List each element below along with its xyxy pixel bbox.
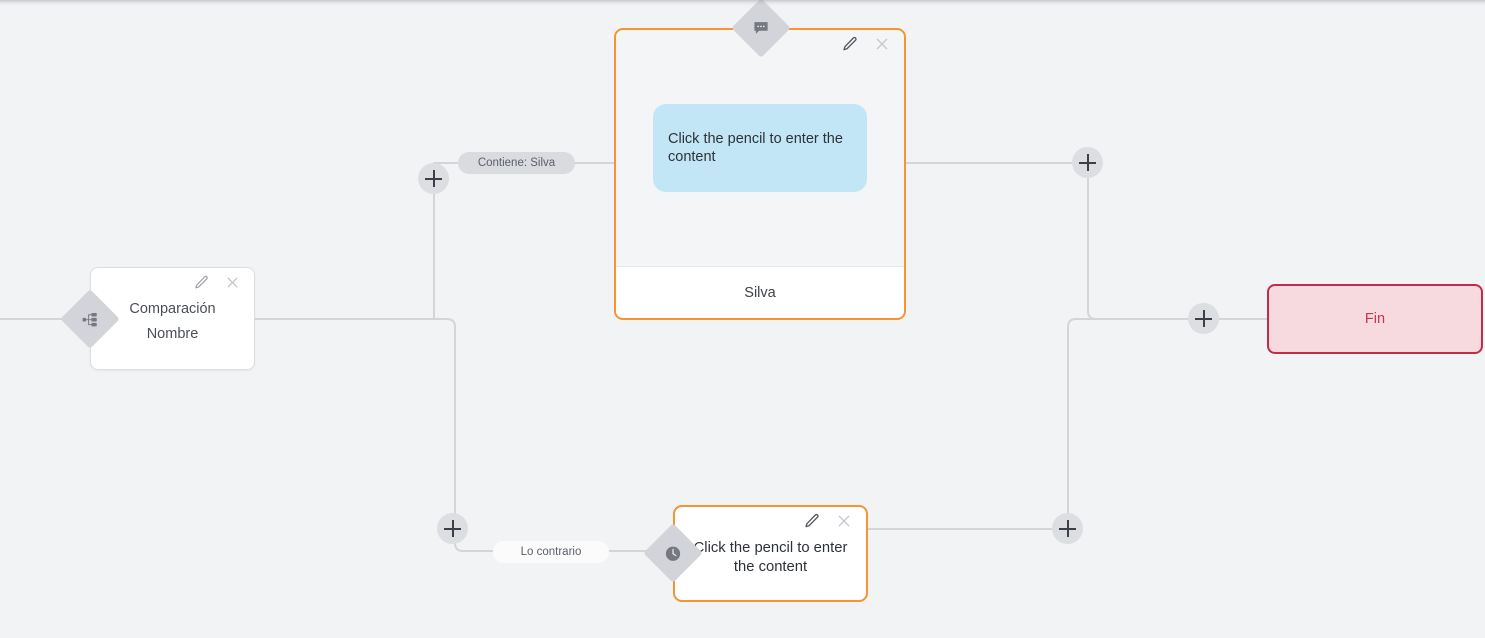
close-icon[interactable] [874, 36, 890, 52]
node-alternate-card-badge[interactable] [643, 523, 703, 583]
edge-label-lo-contrario[interactable]: Lo contrario [493, 541, 609, 563]
node-alternate-card-text: Click the pencil to enter the content [693, 540, 848, 575]
message-bubble[interactable]: Click the pencil to enter the content [653, 104, 867, 192]
node-comparison-title: Comparación [129, 301, 216, 317]
add-node-button-before-end[interactable] [1188, 303, 1219, 334]
add-node-button-false-branch[interactable] [437, 513, 468, 544]
node-message-card[interactable]: Click the pencil to enter the content Si… [614, 28, 906, 320]
pencil-icon[interactable] [842, 36, 858, 52]
add-node-button-true-branch[interactable] [418, 163, 449, 194]
node-alternate-card[interactable]: Click the pencil to enter the content [673, 505, 868, 602]
node-comparison-actions [194, 275, 240, 290]
add-node-button-after-alternate[interactable] [1052, 513, 1083, 544]
edge-false-branch [254, 318, 494, 552]
node-comparison-badge[interactable] [60, 289, 120, 349]
node-alternate-card-actions [804, 513, 852, 529]
node-message-card-footer: Silva [616, 266, 904, 318]
pencil-icon[interactable] [804, 513, 820, 529]
close-icon[interactable] [836, 513, 852, 529]
sitemap-icon [82, 311, 99, 328]
chat-bubble-icon [752, 19, 770, 37]
edge-plus-down-to-merge [1087, 178, 1189, 320]
edge-label-contiene-silva[interactable]: Contiene: Silva [458, 152, 575, 174]
close-icon[interactable] [225, 275, 240, 290]
node-message-card-body: Click the pencil to enter the content [616, 30, 904, 266]
node-comparison-subtitle: Nombre [146, 326, 199, 342]
node-message-card-badge[interactable] [731, 0, 791, 58]
node-end[interactable]: Fin [1267, 284, 1483, 354]
clock-icon [664, 544, 683, 563]
node-message-card-actions [842, 36, 890, 52]
edge-alt-up-to-merge [1067, 318, 1189, 514]
add-node-button-after-message[interactable] [1072, 147, 1103, 178]
pencil-icon[interactable] [194, 275, 209, 290]
